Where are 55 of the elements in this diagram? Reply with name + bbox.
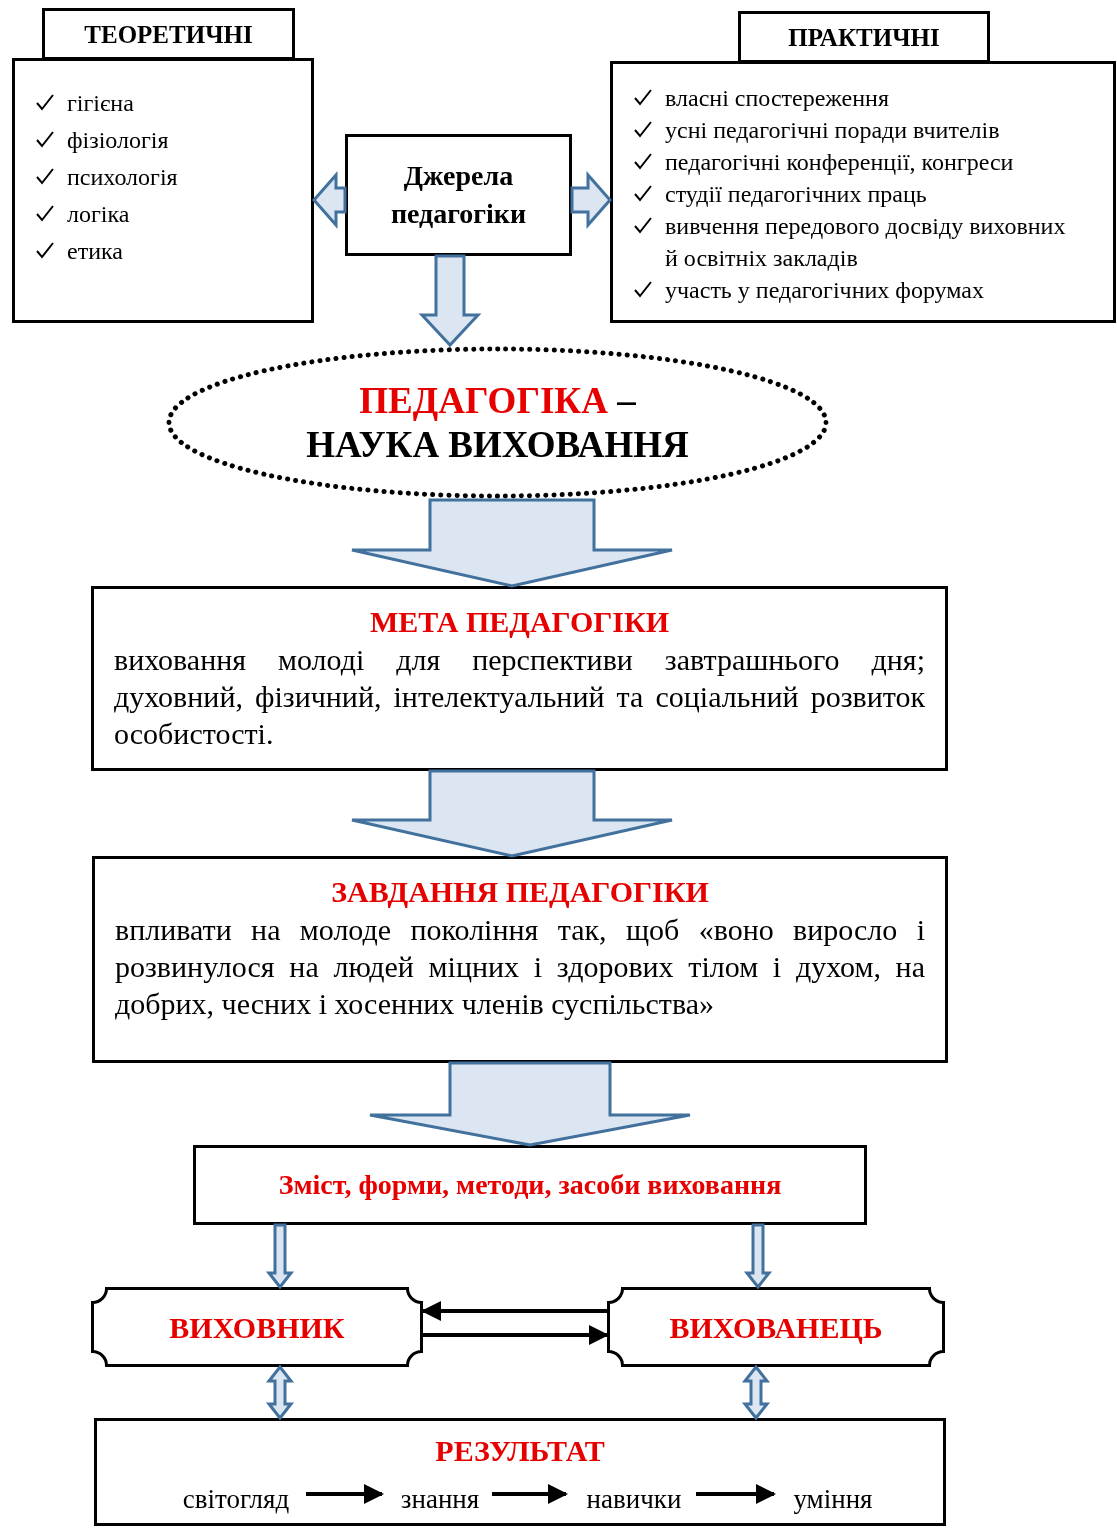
block-arrow — [368, 1061, 692, 1147]
arrow — [421, 1301, 607, 1321]
box-heading: РЕЗУЛЬТАТ — [435, 1433, 605, 1469]
list-item: фізіологія — [67, 126, 169, 155]
tab-title: ТЕОРЕТИЧНІ — [84, 21, 253, 47]
content-box — [193, 1145, 867, 1225]
list-item: участь у педагогічних форумах — [665, 276, 985, 305]
block-arrow — [418, 254, 482, 348]
box-title: Зміст, форми, методи, засоби виховання — [278, 1168, 782, 1202]
result-word: знання — [385, 1479, 495, 1519]
box-title: Джерела педагогіки — [389, 159, 528, 231]
tab-title: ПРАКТИЧНІ — [788, 24, 940, 50]
heading-text: ПЕДАГОГІКА — [359, 379, 608, 421]
block-arrow — [350, 769, 674, 858]
block-arrow — [350, 498, 674, 588]
block-arrow — [743, 1223, 773, 1290]
box-paragraph: впливати на молоде покоління так, щоб «воно виросло і розвинулося на людей міцних і здорових тілом і духом, на добрих, чесних і хосенних членів суспільства» — [115, 912, 925, 1022]
tab-header — [42, 8, 295, 60]
text-box — [91, 586, 948, 771]
arrow — [492, 1484, 568, 1504]
role-title: ВИХОВНИК — [169, 1309, 345, 1346]
source-box — [345, 134, 572, 256]
block-arrow — [265, 1364, 295, 1421]
list-item: усні педагогічні поради вчителів — [665, 116, 1001, 145]
list-item: гігієна — [67, 89, 134, 118]
dotted-ellipse — [165, 345, 830, 500]
list-box — [610, 61, 1116, 323]
result-box — [94, 1418, 946, 1526]
list-box — [12, 58, 314, 323]
list-item: педагогічні конференції, конгреси — [665, 148, 1015, 177]
dash-text: – — [617, 379, 636, 421]
text-box — [92, 856, 948, 1063]
list-item: власні спостереження — [665, 84, 890, 113]
box-heading: МЕТА ПЕДАГОГІКИ — [369, 604, 670, 640]
block-arrow — [570, 171, 612, 229]
block-arrow — [741, 1364, 771, 1421]
result-word: світогляд — [163, 1479, 309, 1519]
role-title: ВИХОВАНЕЦЬ — [669, 1309, 883, 1346]
arrow — [696, 1484, 776, 1504]
result-word: навички — [569, 1479, 699, 1519]
list-item: етика — [67, 237, 123, 266]
list-item: логіка — [67, 200, 130, 229]
role-plaque — [91, 1287, 423, 1367]
box-paragraph: виховання молоді для перспективи завтрашнього дня; духовний, фізичний, інтелектуальний та соціальний розвиток особистості. — [114, 642, 925, 752]
list-item: студії педагогічних праць — [665, 180, 928, 209]
tab-header — [738, 11, 990, 63]
heading-text: НАУКА ВИХОВАННЯ — [306, 423, 689, 465]
block-arrow — [265, 1223, 295, 1290]
arrow — [306, 1484, 384, 1504]
role-plaque — [607, 1287, 945, 1367]
box-heading: ЗАВДАННЯ ПЕДАГОГІКИ — [331, 874, 709, 910]
arrow — [423, 1325, 609, 1345]
result-word: уміння — [777, 1479, 889, 1519]
list-item: психологія — [67, 163, 178, 192]
block-arrow — [312, 171, 347, 229]
